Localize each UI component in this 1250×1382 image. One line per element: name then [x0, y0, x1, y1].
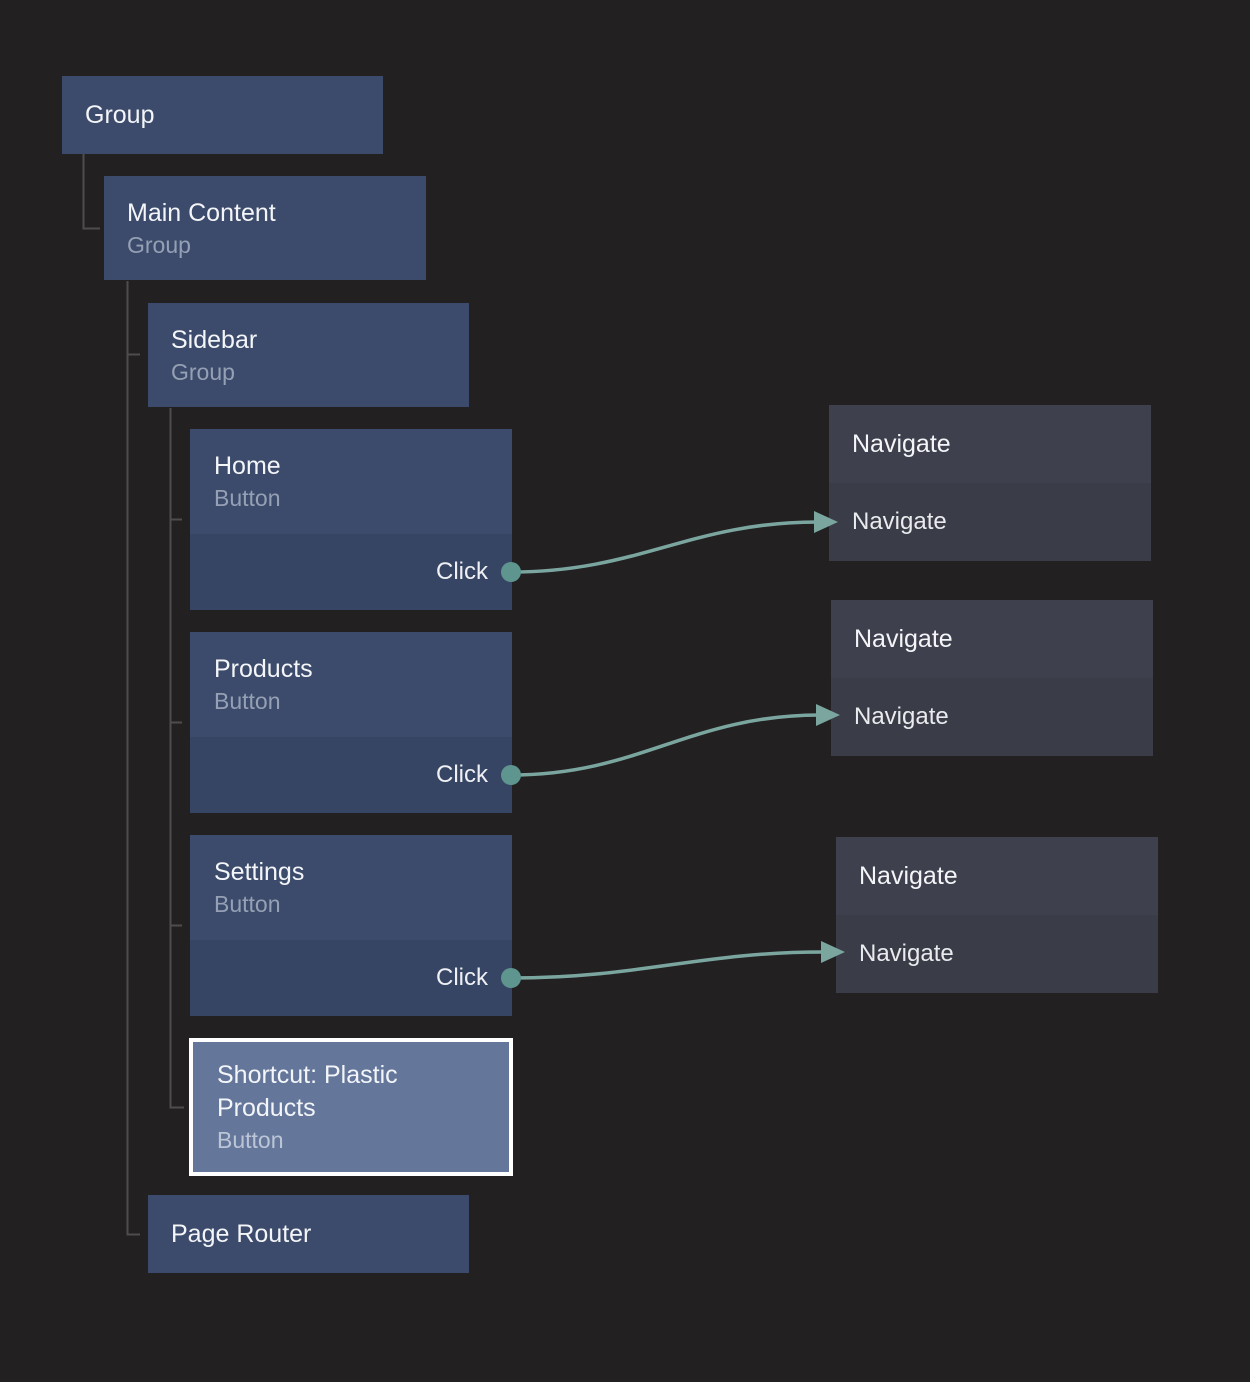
node-title: Navigate	[859, 861, 958, 890]
node-title: Main Content	[127, 198, 276, 227]
click-event-label: Click	[436, 964, 488, 991]
node-type-label: Group	[127, 231, 191, 258]
node-title: Products	[214, 655, 313, 683]
node-title: Group	[85, 100, 155, 129]
node-header: Navigate	[836, 837, 1158, 915]
node-title: Home	[214, 452, 281, 480]
click-event-label: Click	[436, 761, 488, 788]
node-settings-button[interactable]: Settings Button Click	[190, 835, 512, 1016]
node-type-label: Button	[214, 485, 281, 511]
node-title: Shortcut: Plastic Products	[217, 1061, 398, 1122]
node-home-button[interactable]: Home Button Click	[190, 429, 512, 610]
node-header: Navigate	[829, 405, 1151, 483]
node-main-content[interactable]: Main Content Group	[104, 176, 426, 280]
node-type-label: Button	[214, 891, 281, 917]
node-title: Sidebar	[171, 325, 258, 354]
navigate-input-label: Navigate	[852, 508, 947, 535]
node-header: Settings Button	[190, 835, 512, 940]
node-shortcut-plastic-products-button-selected[interactable]: Shortcut: Plastic Products Button	[189, 1038, 513, 1176]
node-title: Navigate	[854, 624, 953, 653]
tree-connector-maincontent-pagerouter	[126, 281, 140, 1236]
input-row: Navigate	[829, 483, 1151, 561]
event-row: Click	[190, 940, 512, 1016]
navigate-input-label: Navigate	[854, 703, 949, 730]
event-row: Click	[190, 534, 512, 610]
node-sidebar[interactable]: Sidebar Group	[148, 303, 469, 407]
tree-connector-sidebar-shortcut	[169, 408, 184, 1109]
node-header: Products Button	[190, 632, 512, 737]
node-header: Navigate	[831, 600, 1153, 678]
node-header: Home Button	[190, 429, 512, 534]
node-navigate-products[interactable]: Navigate Navigate	[831, 600, 1153, 756]
node-type-label: Button	[217, 1127, 284, 1153]
edge-settings-click-to-navigate[interactable]	[510, 950, 824, 980]
node-title: Settings	[214, 858, 305, 886]
node-navigate-settings[interactable]: Navigate Navigate	[836, 837, 1158, 993]
node-page-router[interactable]: Page Router	[148, 1195, 469, 1273]
input-row: Navigate	[836, 915, 1158, 993]
node-type-label: Group	[171, 358, 235, 385]
node-group[interactable]: Group	[62, 76, 383, 154]
node-title: Navigate	[852, 429, 951, 458]
edge-home-click-to-navigate[interactable]	[510, 520, 819, 574]
input-row: Navigate	[831, 678, 1153, 756]
event-row: Click	[190, 737, 512, 813]
edge-products-click-to-navigate[interactable]	[510, 713, 821, 777]
tree-connector-group-maincontent	[82, 154, 100, 230]
node-navigate-home[interactable]: Navigate Navigate	[829, 405, 1151, 561]
node-products-button[interactable]: Products Button Click	[190, 632, 512, 813]
click-event-label: Click	[436, 558, 488, 585]
node-type-label: Button	[214, 688, 281, 714]
node-title: Page Router	[171, 1219, 312, 1248]
navigate-input-label: Navigate	[859, 940, 954, 967]
